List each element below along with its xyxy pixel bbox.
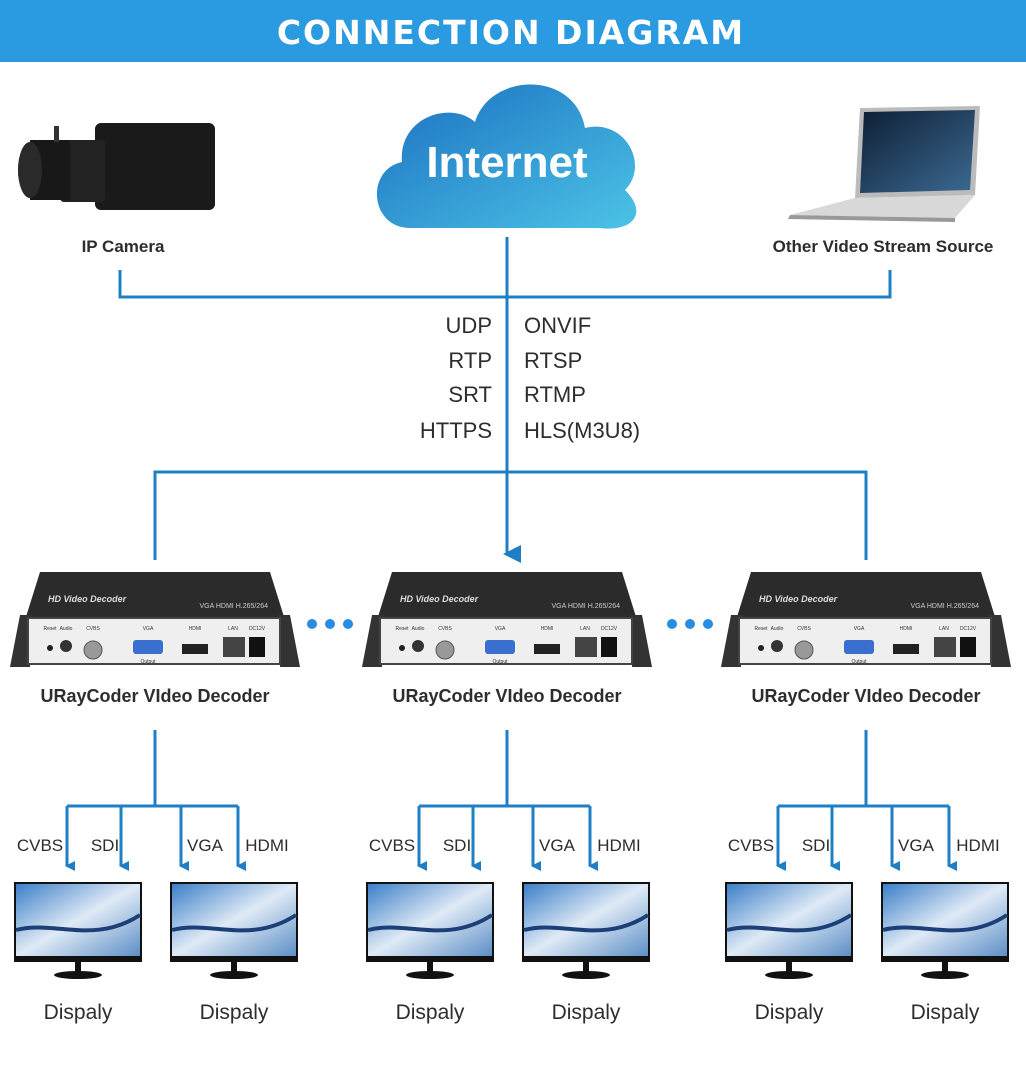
port-label: CVBS <box>797 626 811 632</box>
port-label: Reset <box>395 626 409 632</box>
display-label: Dispaly <box>552 1001 621 1024</box>
decoder-label: URayCoder VIdeo Decoder <box>392 686 621 706</box>
output-label: VGA <box>898 836 935 855</box>
output-label: HDMI <box>597 836 640 855</box>
port-label: Reset <box>754 626 768 632</box>
port-label: HDMI <box>189 626 202 632</box>
port-label: DC12V <box>601 626 618 632</box>
output-print: Output <box>140 659 156 665</box>
output-label: SDI <box>443 836 471 855</box>
monitor-icon <box>14 882 142 979</box>
decoder-label: URayCoder VIdeo Decoder <box>751 686 980 706</box>
ip-camera-icon <box>18 123 215 210</box>
port-label: LAN <box>228 626 238 632</box>
output-print: Output <box>492 659 508 665</box>
output-label: SDI <box>802 836 830 855</box>
output-label: HDMI <box>956 836 999 855</box>
output-label: CVBS <box>369 836 415 855</box>
protocol-list: UDP RTP SRT HTTPS ONVIF RTSP RTMP HLS(M3U8) <box>420 313 640 443</box>
device-spec-print: VGA HDMI H.265/264 <box>911 603 980 610</box>
header-bar <box>0 0 1026 62</box>
display-label: Dispaly <box>44 1001 113 1024</box>
ip-camera-label: IP Camera <box>82 237 165 256</box>
ellipsis-dots-icon <box>667 619 713 629</box>
port-label: HDMI <box>900 626 913 632</box>
port-label: Audio <box>412 626 425 632</box>
output-label: SDI <box>91 836 119 855</box>
monitor-icon <box>881 882 1009 979</box>
laptop-icon <box>788 106 980 222</box>
ellipsis-dots-icon <box>307 619 353 629</box>
port-label: Audio <box>60 626 73 632</box>
video-source-label: Other Video Stream Source <box>773 237 994 256</box>
port-label: Audio <box>771 626 784 632</box>
port-label: Reset <box>43 626 57 632</box>
protocol-label: RTP <box>448 348 492 373</box>
internet-cloud-icon <box>376 84 637 229</box>
port-label: DC12V <box>249 626 266 632</box>
monitor-icon <box>366 882 494 979</box>
output-label: CVBS <box>17 836 63 855</box>
output-connector-lines <box>65 730 246 871</box>
port-label: VGA <box>854 626 865 632</box>
cloud-label: Internet <box>426 138 588 187</box>
decoder-label: URayCoder VIdeo Decoder <box>40 686 269 706</box>
output-label: HDMI <box>245 836 288 855</box>
output-print: Output <box>851 659 867 665</box>
output-connector-lines <box>776 730 957 871</box>
protocol-label: RTSP <box>524 348 582 373</box>
output-label: VGA <box>539 836 576 855</box>
output-connector-lines <box>417 730 598 871</box>
display-label: Dispaly <box>911 1001 980 1024</box>
port-label: LAN <box>580 626 590 632</box>
port-label: VGA <box>143 626 154 632</box>
output-label: VGA <box>187 836 224 855</box>
output-label: CVBS <box>728 836 774 855</box>
source-connector-lines <box>118 237 892 563</box>
protocol-label: HLS(M3U8) <box>524 418 640 443</box>
port-label: HDMI <box>541 626 554 632</box>
device-name-print: HD Video Decoder <box>400 594 479 604</box>
port-label: DC12V <box>960 626 977 632</box>
port-label: LAN <box>939 626 949 632</box>
protocol-label: UDP <box>446 313 492 338</box>
device-name-print: HD Video Decoder <box>759 594 838 604</box>
display-label: Dispaly <box>396 1001 465 1024</box>
header-title: CONNECTION DIAGRAM <box>277 13 745 52</box>
protocol-label: RTMP <box>524 382 586 407</box>
monitor-icon <box>170 882 298 979</box>
port-label: CVBS <box>438 626 452 632</box>
device-name-print: HD Video Decoder <box>48 594 127 604</box>
display-label: Dispaly <box>755 1001 824 1024</box>
monitor-icon <box>522 882 650 979</box>
device-spec-print: VGA HDMI H.265/264 <box>200 603 269 610</box>
protocol-label: ONVIF <box>524 313 591 338</box>
port-label: CVBS <box>86 626 100 632</box>
device-spec-print: VGA HDMI H.265/264 <box>552 603 621 610</box>
protocol-label: HTTPS <box>420 418 492 443</box>
port-label: VGA <box>495 626 506 632</box>
protocol-label: SRT <box>448 382 492 407</box>
display-label: Dispaly <box>200 1001 269 1024</box>
monitor-icon <box>725 882 853 979</box>
